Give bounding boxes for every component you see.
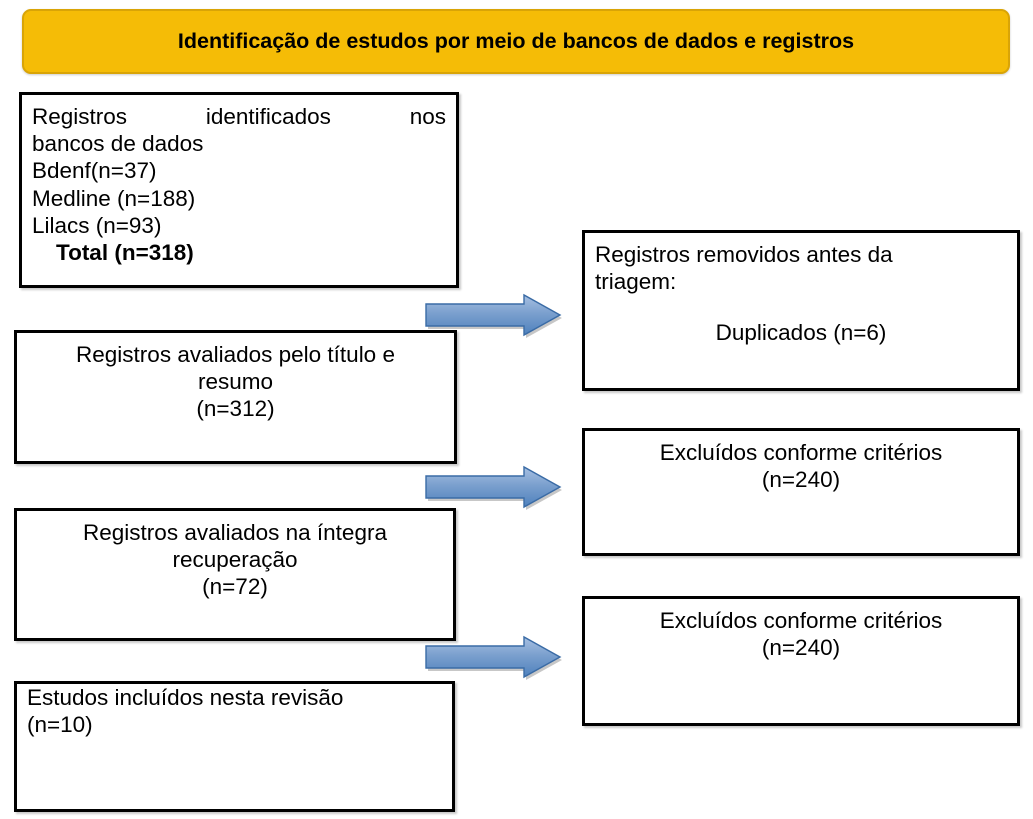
removed-duplicates: Duplicados (n=6) [715, 320, 887, 346]
box-included-studies: Estudos incluídos nesta revisão (n=10) [14, 681, 455, 812]
arrow-to-excluded-2 [424, 634, 562, 682]
assessed-line1: Registros avaliados na íntegra [83, 520, 387, 545]
box-excluded-criteria-2: Excluídos conforme critérios (n=240) [582, 596, 1020, 726]
box-excluded-criteria-1: Excluídos conforme critérios (n=240) [582, 428, 1020, 556]
identified-records-line2: bancos de dados [32, 131, 204, 157]
removed-spacer [595, 295, 1007, 319]
assessed-line2: recuperação [172, 547, 298, 573]
banner-title: Identificação de estudos por meio de ban… [177, 28, 855, 53]
box-assessed-full-text: Registros avaliados na íntegra recuperaç… [14, 508, 456, 641]
removed-line1: Registros removidos antes da [595, 242, 893, 267]
excluded-1-line1: Excluídos conforme critérios [659, 440, 943, 465]
identified-records-lilacs: Lilacs (n=93) [32, 212, 162, 238]
assessed-count: (n=72) [202, 574, 268, 600]
removed-line2: triagem: [595, 269, 677, 295]
included-line1: Estudos incluídos nesta revisão [27, 685, 344, 710]
box-excluded-criteria-1-text: Excluídos conforme critérios (n=240) [585, 431, 1017, 493]
included-count: (n=10) [27, 712, 93, 738]
excluded-2-line1: Excluídos conforme critérios [659, 608, 943, 633]
box-assessed-full-text-text: Registros avaliados na íntegra recuperaç… [17, 511, 453, 601]
box-excluded-criteria-2-text: Excluídos conforme critérios (n=240) [585, 599, 1017, 661]
screened-line2: resumo [197, 369, 274, 395]
arrow-to-excluded-1 [424, 464, 562, 512]
box-included-studies-text: Estudos incluídos nesta revisão (n=10) [17, 684, 452, 738]
right-arrow-icon [425, 465, 562, 510]
excluded-1-count: (n=240) [761, 467, 841, 493]
identification-banner: Identificação de estudos por meio de ban… [22, 9, 1010, 74]
screened-count: (n=312) [196, 396, 275, 422]
box-screened-title-abstract-text: Registros avaliados pelo título e resumo… [17, 333, 454, 423]
box-screened-title-abstract: Registros avaliados pelo título e resumo… [14, 330, 457, 464]
identified-records-total: Total (n=318) [56, 240, 194, 266]
box-removed-before-screening: Registros removidos antes da triagem: Du… [582, 230, 1020, 391]
box-identified-records-text: Registros identificados nos bancos de da… [22, 95, 456, 266]
identified-records-medline: Medline (n=188) [32, 185, 196, 211]
identified-records-line1: Registros identificados nos [32, 104, 446, 129]
box-identified-records: Registros identificados nos bancos de da… [19, 92, 459, 288]
box-removed-before-screening-text: Registros removidos antes da triagem: Du… [585, 233, 1017, 346]
screened-line1: Registros avaliados pelo título e [76, 342, 395, 367]
right-arrow-icon [425, 293, 562, 338]
arrow-to-removed [424, 292, 562, 340]
excluded-2-count: (n=240) [761, 635, 841, 661]
right-arrow-icon [425, 635, 562, 680]
identified-records-bdenf: Bdenf(n=37) [32, 158, 157, 184]
